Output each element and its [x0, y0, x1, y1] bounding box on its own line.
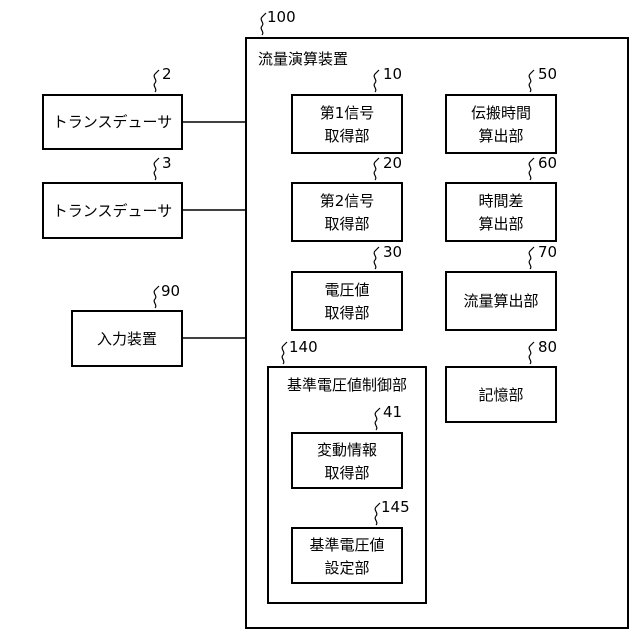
ref-number-30: 30 — [383, 243, 402, 261]
flow-rate-calculation-label: 流量算出部 — [463, 292, 538, 310]
ref-number-145: 145 — [381, 498, 410, 516]
ref-number-10: 10 — [383, 65, 402, 83]
reference-voltage-control-title: 基準電圧値制御部 — [287, 376, 407, 394]
flow-computation-device-title: 流量演算装置 — [258, 50, 348, 68]
transducer-label-1: トランスデューサ — [53, 113, 172, 131]
ref-number-80: 80 — [538, 338, 557, 356]
ref-number-140: 140 — [289, 338, 318, 356]
propagation-time-calculation-line-2: 算出部 — [478, 127, 523, 145]
voltage-acquisition-line-1: 電圧値 — [324, 281, 369, 299]
ref-number-70: 70 — [538, 243, 557, 261]
input-device-label: 入力装置 — [97, 330, 157, 348]
ref-leader-100 — [261, 13, 266, 35]
transducer-label-2: トランスデューサ — [53, 202, 172, 220]
second-signal-acquisition-line-2: 取得部 — [324, 215, 369, 233]
time-difference-calculation-line-1: 時間差 — [478, 192, 523, 210]
memory-label: 記憶部 — [478, 386, 523, 404]
ref-number-20: 20 — [383, 154, 402, 172]
ref-number-2: 2 — [162, 65, 172, 83]
propagation-time-calculation-line-1: 伝搬時間 — [471, 104, 531, 122]
ref-leader-3 — [154, 158, 159, 180]
ref-number-41: 41 — [383, 403, 402, 421]
ref-number-3: 3 — [162, 154, 172, 172]
reference-voltage-setting-line-2: 設定部 — [324, 559, 369, 577]
time-difference-calculation-line-2: 算出部 — [478, 215, 523, 233]
second-signal-acquisition-line-1: 第2信号 — [320, 192, 375, 210]
ref-number-90: 90 — [161, 282, 180, 300]
first-signal-acquisition-line-1: 第1信号 — [320, 104, 375, 122]
ref-number-60: 60 — [538, 154, 557, 172]
variation-info-acquisition-line-1: 変動情報 — [317, 441, 377, 459]
ref-leader-90 — [154, 286, 159, 308]
ref-number-50: 50 — [538, 65, 557, 83]
voltage-acquisition-line-2: 取得部 — [324, 304, 369, 322]
ref-leader-2 — [154, 70, 159, 92]
first-signal-acquisition-line-2: 取得部 — [324, 127, 369, 145]
variation-info-acquisition-line-2: 取得部 — [324, 464, 369, 482]
ref-number-100: 100 — [267, 8, 296, 26]
reference-voltage-setting-line-1: 基準電圧値 — [309, 536, 384, 554]
